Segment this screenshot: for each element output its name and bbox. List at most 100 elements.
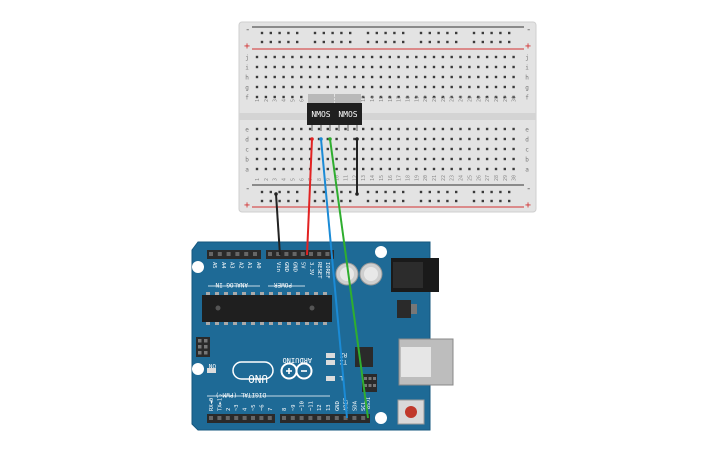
breadboard-hole[interactable] bbox=[317, 147, 321, 151]
rail-hole[interactable] bbox=[508, 190, 511, 194]
terminal-strip-holes[interactable] bbox=[255, 55, 515, 171]
header-pin[interactable] bbox=[334, 416, 339, 420]
breadboard-hole[interactable] bbox=[415, 167, 418, 171]
header-pin[interactable] bbox=[253, 252, 257, 256]
breadboard-hole[interactable] bbox=[388, 75, 391, 79]
header-pin[interactable] bbox=[317, 416, 322, 420]
breadboard-hole[interactable] bbox=[264, 147, 268, 151]
breadboard-hole[interactable] bbox=[406, 167, 409, 171]
rail-hole[interactable] bbox=[455, 199, 458, 203]
breadboard-hole[interactable] bbox=[503, 85, 506, 89]
breadboard-hole[interactable] bbox=[317, 55, 321, 59]
rail-hole[interactable] bbox=[419, 40, 423, 44]
breadboard-hole[interactable] bbox=[370, 95, 374, 99]
rail-hole[interactable] bbox=[349, 190, 352, 194]
breadboard-hole[interactable] bbox=[494, 167, 498, 171]
rail-hole[interactable] bbox=[384, 40, 387, 44]
breadboard-hole[interactable] bbox=[468, 137, 471, 141]
rail-hole[interactable] bbox=[393, 190, 396, 194]
breadboard-hole[interactable] bbox=[459, 147, 462, 151]
breadboard-hole[interactable] bbox=[282, 65, 285, 69]
breadboard-hole[interactable] bbox=[308, 75, 312, 79]
breadboard-hole[interactable] bbox=[477, 65, 480, 69]
breadboard-hole[interactable] bbox=[344, 55, 347, 59]
rail-hole[interactable] bbox=[481, 190, 484, 194]
breadboard-hole[interactable] bbox=[459, 127, 462, 131]
breadboard-hole[interactable] bbox=[282, 157, 285, 161]
header-pin[interactable] bbox=[217, 252, 222, 256]
breadboard-hole[interactable] bbox=[397, 147, 400, 151]
breadboard-hole[interactable] bbox=[477, 95, 480, 99]
rail-hole[interactable] bbox=[402, 199, 405, 203]
breadboard-hole[interactable] bbox=[503, 137, 506, 141]
rail-hole[interactable] bbox=[437, 40, 440, 44]
breadboard-hole[interactable] bbox=[441, 75, 445, 79]
breadboard-hole[interactable] bbox=[432, 147, 436, 151]
breadboard-hole[interactable] bbox=[291, 127, 294, 131]
rail-hole[interactable] bbox=[322, 190, 325, 194]
breadboard-hole[interactable] bbox=[423, 167, 427, 171]
breadboard-hole[interactable] bbox=[264, 55, 268, 59]
breadboard-hole[interactable] bbox=[317, 137, 321, 141]
header-pin[interactable] bbox=[282, 416, 286, 420]
breadboard-hole[interactable] bbox=[379, 75, 383, 79]
breadboard-hole[interactable] bbox=[503, 75, 506, 79]
rail-hole[interactable] bbox=[490, 199, 493, 203]
breadboard-hole[interactable] bbox=[370, 65, 374, 69]
breadboard-hole[interactable] bbox=[273, 85, 276, 89]
breadboard-hole[interactable] bbox=[512, 157, 515, 161]
rail-hole[interactable] bbox=[331, 190, 334, 194]
breadboard-hole[interactable] bbox=[264, 85, 268, 89]
rail-hole[interactable] bbox=[260, 40, 264, 44]
breadboard-hole[interactable] bbox=[415, 55, 418, 59]
breadboard-hole[interactable] bbox=[255, 147, 259, 151]
breadboard-hole[interactable] bbox=[291, 75, 294, 79]
rail-hole[interactable] bbox=[322, 40, 325, 44]
breadboard-hole[interactable] bbox=[494, 157, 498, 161]
breadboard-hole[interactable] bbox=[300, 137, 303, 141]
breadboard-hole[interactable] bbox=[291, 147, 294, 151]
breadboard-hole[interactable] bbox=[441, 55, 445, 59]
breadboard-hole[interactable] bbox=[300, 147, 303, 151]
rail-hole[interactable] bbox=[278, 199, 281, 203]
rail-hole[interactable] bbox=[481, 40, 484, 44]
breadboard-hole[interactable] bbox=[468, 167, 471, 171]
rail-hole[interactable] bbox=[428, 40, 431, 44]
breadboard-hole[interactable] bbox=[291, 85, 294, 89]
rail-hole[interactable] bbox=[437, 199, 440, 203]
breadboard-hole[interactable] bbox=[406, 65, 409, 69]
breadboard-hole[interactable] bbox=[379, 55, 383, 59]
rail-hole[interactable] bbox=[375, 31, 378, 35]
header-pin[interactable] bbox=[308, 416, 313, 420]
breadboard-hole[interactable] bbox=[397, 75, 400, 79]
breadboard-hole[interactable] bbox=[441, 167, 445, 171]
header-pin[interactable] bbox=[226, 252, 231, 256]
breadboard-hole[interactable] bbox=[388, 147, 391, 151]
breadboard-hole[interactable] bbox=[264, 95, 268, 99]
breadboard-hole[interactable] bbox=[362, 147, 365, 151]
breadboard-hole[interactable] bbox=[450, 55, 453, 59]
breadboard-hole[interactable] bbox=[379, 147, 383, 151]
breadboard-hole[interactable] bbox=[494, 95, 498, 99]
breadboard-hole[interactable] bbox=[362, 157, 365, 161]
rail-hole[interactable] bbox=[419, 199, 423, 203]
breadboard-hole[interactable] bbox=[282, 75, 285, 79]
breadboard-hole[interactable] bbox=[362, 75, 365, 79]
breadboard-hole[interactable] bbox=[282, 137, 285, 141]
breadboard-hole[interactable] bbox=[335, 85, 338, 89]
header-pin[interactable] bbox=[309, 252, 313, 256]
breadboard-hole[interactable] bbox=[423, 127, 427, 131]
breadboard-hole[interactable] bbox=[264, 137, 268, 141]
breadboard-hole[interactable] bbox=[503, 147, 506, 151]
breadboard-hole[interactable] bbox=[326, 137, 329, 141]
breadboard-hole[interactable] bbox=[468, 65, 471, 69]
header-pin[interactable] bbox=[234, 416, 239, 420]
breadboard-hole[interactable] bbox=[344, 137, 347, 141]
breadboard-hole[interactable] bbox=[512, 75, 515, 79]
breadboard-hole[interactable] bbox=[512, 95, 515, 99]
header-pin[interactable] bbox=[352, 416, 357, 420]
rail-hole[interactable] bbox=[269, 31, 272, 35]
breadboard-hole[interactable] bbox=[415, 137, 418, 141]
rail-hole[interactable] bbox=[446, 190, 449, 194]
breadboard-hole[interactable] bbox=[291, 95, 294, 99]
